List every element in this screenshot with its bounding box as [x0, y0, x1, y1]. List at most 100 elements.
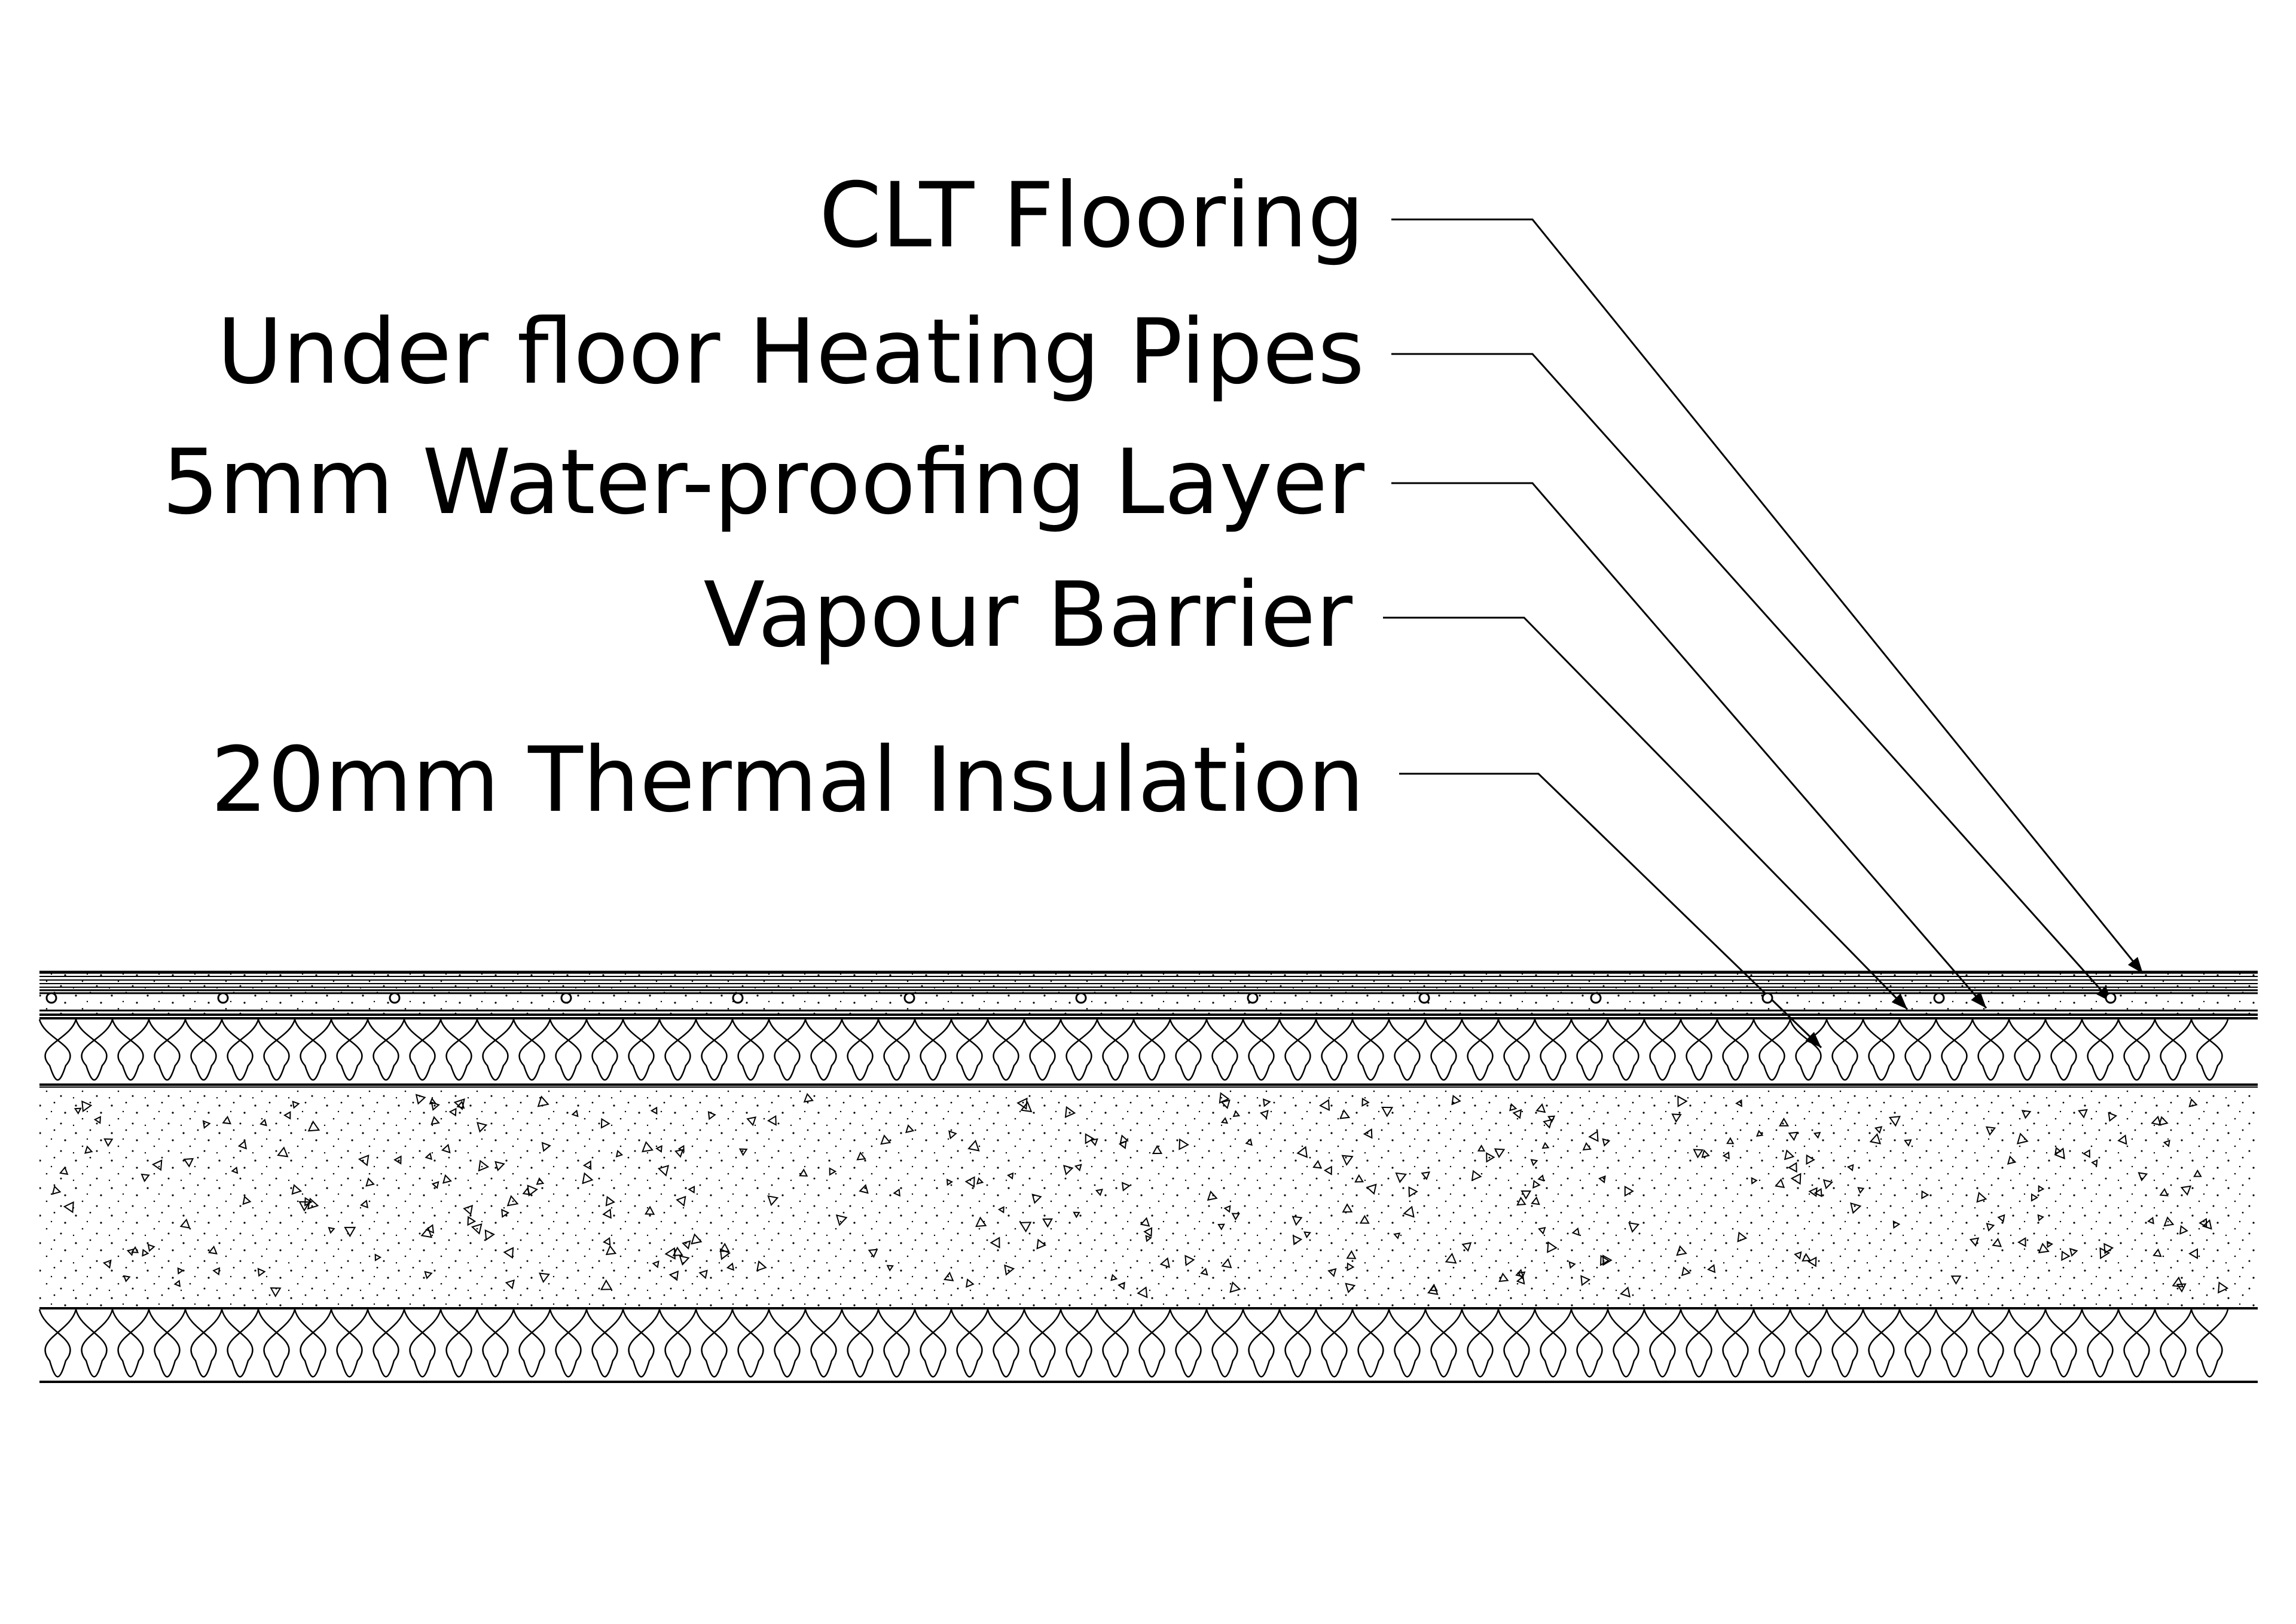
aggregate-mark	[425, 1224, 435, 1234]
aggregate-mark	[1997, 1214, 2005, 1223]
aggregate-mark	[1085, 1133, 1095, 1144]
aggregate-mark	[1361, 1097, 1370, 1107]
aggregate-mark	[652, 1260, 660, 1268]
aggregate-mark	[1110, 1274, 1118, 1281]
aggregate-mark	[506, 1195, 519, 1207]
aggregate-mark	[1784, 1149, 1795, 1161]
aggregate-mark	[1339, 1109, 1351, 1119]
aggregate-mark	[1089, 1138, 1098, 1146]
aggregate-mark	[767, 1195, 779, 1207]
aggregate-mark	[1318, 1099, 1330, 1112]
aggregate-mark	[1429, 1283, 1438, 1292]
aggregate-mark	[2158, 1116, 2169, 1126]
aggregate-mark	[1366, 1183, 1377, 1195]
aggregate-mark	[859, 1184, 869, 1194]
aggregate-mark	[1184, 1254, 1195, 1266]
aggregate-mark	[2103, 1243, 2114, 1254]
aggregate-mark	[1775, 1178, 1785, 1188]
aggregate-mark	[429, 1097, 436, 1105]
aggregate-mark	[1568, 1261, 1576, 1269]
aggregate-mark	[603, 1237, 611, 1246]
heating-pipe	[1247, 992, 1259, 1004]
aggregate-mark	[1219, 1092, 1230, 1104]
aggregate-mark	[1624, 1185, 1634, 1197]
aggregate-mark	[1547, 1241, 1558, 1253]
aggregate-mark	[868, 1248, 878, 1258]
aggregate-mark	[2054, 1147, 2065, 1159]
aggregate-mark	[1857, 1187, 1865, 1194]
aggregate-mark	[1007, 1172, 1014, 1180]
aggregate-mark	[1178, 1138, 1189, 1150]
aggregate-mark	[975, 1216, 987, 1228]
aggregate-mark	[1516, 1196, 1526, 1206]
aggregate-mark	[93, 1116, 101, 1124]
aggregate-mark	[1874, 1126, 1883, 1134]
aggregate-mark	[1869, 1133, 1882, 1144]
aggregate-mark	[1327, 1268, 1337, 1278]
label-vapour-barrier: Vapour Barrier	[704, 563, 1353, 667]
aggregate-mark	[1403, 1205, 1415, 1218]
aggregate-mark	[2151, 1115, 2161, 1126]
heating-pipe	[389, 992, 401, 1004]
aggregate-mark	[1580, 1275, 1591, 1286]
aggregate-mark	[1381, 1106, 1394, 1118]
aggregate-mark	[1363, 1128, 1373, 1139]
aggregate-mark	[1531, 1196, 1540, 1205]
heating-pipe	[1761, 992, 1773, 1004]
aggregate-mark	[1223, 1205, 1231, 1213]
aggregate-mark	[1707, 1264, 1716, 1274]
aggregate-mark	[59, 1166, 69, 1175]
aggregate-mark	[677, 1144, 685, 1153]
aggregate-mark	[905, 1124, 915, 1134]
aggregate-mark	[2188, 1248, 2198, 1259]
aggregate-mark	[1220, 1099, 1231, 1109]
aggregate-mark	[51, 1185, 62, 1195]
heating-pipe	[903, 992, 915, 1004]
aggregate-mark	[726, 1262, 735, 1271]
aggregate-mark	[1921, 1190, 1929, 1199]
aggregate-mark	[948, 1130, 957, 1140]
label-thermal-insulation: 20mm Thermal Insulation	[210, 728, 1364, 832]
aggregate-mark	[360, 1199, 369, 1208]
aggregate-mark	[1521, 1190, 1532, 1200]
aggregate-mark	[719, 1243, 730, 1252]
aggregate-mark	[1342, 1203, 1353, 1213]
thermal-insulation-top-layer	[38, 1017, 2258, 1086]
aggregate-mark	[1121, 1182, 1131, 1192]
aggregate-mark	[123, 1275, 131, 1283]
aggregate-mark	[212, 1267, 221, 1276]
aggregate-mark	[2061, 1250, 2071, 1261]
aggregate-mark	[522, 1187, 531, 1195]
aggregate-mark	[1794, 1251, 1802, 1260]
aggregate-mark	[142, 1248, 149, 1257]
aggregate-mark	[1904, 1139, 1912, 1147]
aggregate-mark	[1516, 1275, 1525, 1285]
leader-line-thermal-insulation	[1399, 773, 1822, 1049]
aggregate-mark	[767, 1115, 777, 1126]
aggregate-mark	[1813, 1188, 1822, 1198]
aggregate-mark	[2031, 1193, 2039, 1202]
aggregate-mark	[420, 1226, 433, 1238]
aggregate-mark	[676, 1195, 686, 1207]
aggregate-mark	[179, 1218, 191, 1229]
aggregate-mark	[424, 1271, 433, 1280]
aggregate-mark	[358, 1154, 370, 1167]
heating-pipe	[45, 992, 57, 1004]
aggregate-mark	[1847, 1164, 1854, 1171]
aggregate-mark	[415, 1094, 426, 1105]
aggregate-mark	[1602, 1138, 1611, 1147]
aggregate-mark	[600, 1118, 610, 1129]
aggregate-mark	[2038, 1243, 2050, 1254]
aggregate-mark	[946, 1179, 954, 1186]
aggregate-mark	[2159, 1188, 2169, 1196]
aggregate-mark	[471, 1223, 483, 1235]
heating-pipe	[1590, 992, 1602, 1004]
aggregate-mark	[365, 1177, 375, 1187]
aggregate-mark	[1681, 1266, 1691, 1277]
aggregate-mark	[1292, 1216, 1303, 1226]
leader-line-heating-pipes	[1391, 353, 2113, 1003]
aggregate-mark	[2193, 1169, 2202, 1177]
aggregate-mark	[298, 1201, 311, 1212]
aggregate-mark	[2117, 1134, 2127, 1145]
heating-pipe	[1418, 992, 1430, 1004]
